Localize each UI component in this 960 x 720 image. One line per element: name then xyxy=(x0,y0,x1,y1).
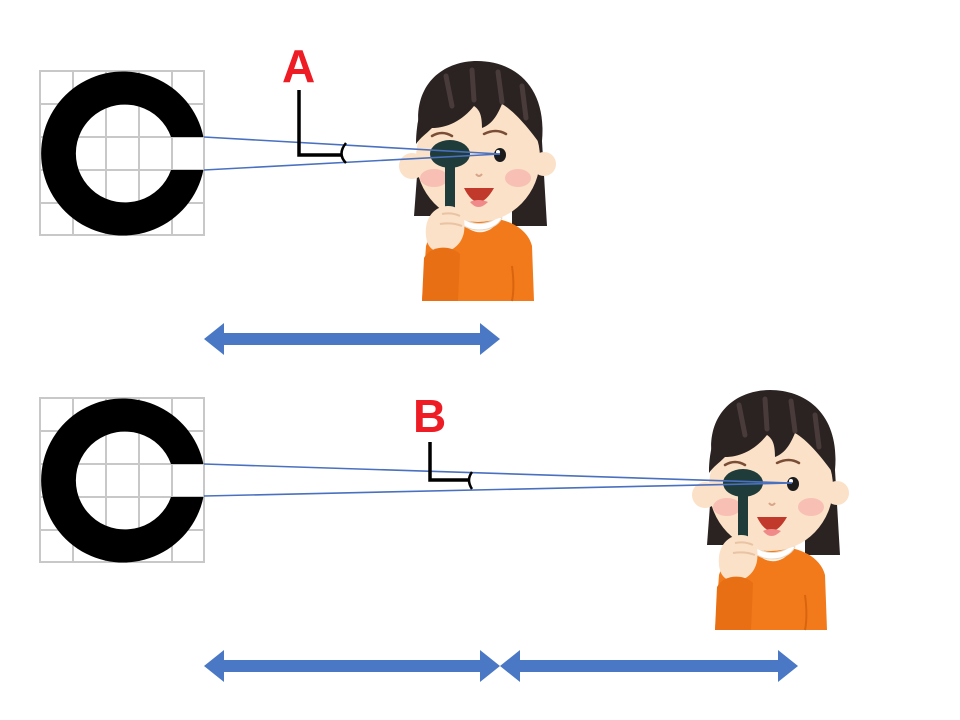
girl-with-eye-occluder-icon xyxy=(692,390,849,630)
label-b: B xyxy=(413,390,446,442)
top-panel: A xyxy=(39,40,556,355)
landolt-chart-bottom xyxy=(39,397,205,563)
angle-marker-a: A xyxy=(282,40,347,164)
sight-lines-bottom xyxy=(203,463,793,497)
sight-lines-top xyxy=(203,136,501,171)
double-arrow-icon xyxy=(204,650,500,682)
landolt-chart-top xyxy=(39,70,205,236)
landolt-ring-icon xyxy=(41,71,204,236)
girl-with-eye-occluder-icon xyxy=(399,61,556,301)
bottom-panel: B xyxy=(39,390,849,682)
label-a: A xyxy=(282,40,315,92)
angle-marker-b: B xyxy=(413,390,474,490)
landolt-ring-icon xyxy=(41,398,204,563)
double-arrow-icon xyxy=(204,323,500,355)
double-arrow-icon xyxy=(500,650,798,682)
